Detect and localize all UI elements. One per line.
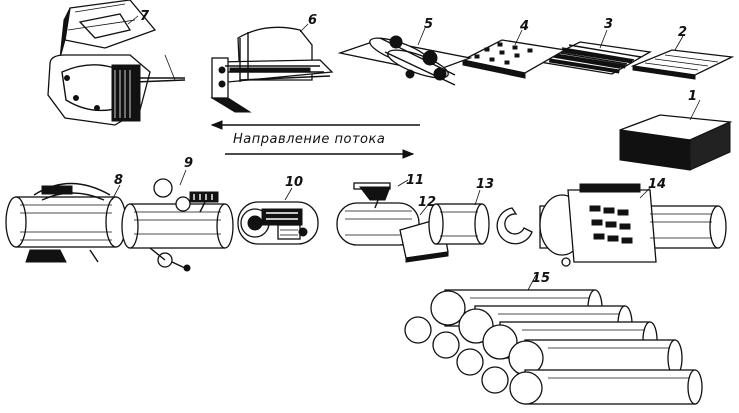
label-14: 14 bbox=[648, 177, 666, 192]
label-12: 12 bbox=[418, 195, 436, 210]
stage-7-forming-dies bbox=[47, 0, 186, 126]
label-13: 13 bbox=[476, 177, 494, 192]
label-5: 5 bbox=[424, 17, 433, 32]
label-1: 1 bbox=[688, 89, 697, 104]
stage-5-rollers bbox=[337, 27, 473, 86]
stage-15-finished-pipes bbox=[404, 274, 703, 405]
label-6: 6 bbox=[308, 13, 317, 28]
stage-2-sheet bbox=[630, 35, 735, 80]
stage-3-corrugated-plates bbox=[537, 29, 652, 75]
label-15: 15 bbox=[532, 271, 550, 286]
label-10: 10 bbox=[285, 175, 303, 190]
stage-4-perforated-plate bbox=[461, 29, 567, 79]
pipe-row-front bbox=[481, 366, 703, 405]
label-2: 2 bbox=[678, 25, 687, 40]
label-11: 11 bbox=[406, 173, 424, 188]
stage-6-bending-machine bbox=[210, 23, 334, 113]
flow-direction: Направление потока bbox=[210, 120, 420, 159]
stage-10-inner-welding bbox=[237, 187, 319, 245]
label-4: 4 bbox=[519, 19, 529, 34]
label-8: 8 bbox=[114, 173, 123, 188]
label-9: 9 bbox=[184, 156, 193, 171]
stage-1-plate-stack bbox=[619, 99, 733, 171]
stage-8-cylinder-clamp bbox=[5, 182, 127, 263]
stage-labels: 1 2 3 4 5 6 7 8 9 10 11 12 13 14 15 bbox=[114, 9, 697, 286]
flow-direction-label: Направление потока bbox=[233, 132, 385, 147]
label-7: 7 bbox=[140, 9, 150, 24]
label-3: 3 bbox=[604, 17, 613, 32]
stage-14-fixture-cylinder bbox=[539, 183, 727, 267]
stage-9-welding-heads bbox=[121, 169, 234, 272]
stage-13-ring-section bbox=[428, 189, 533, 245]
